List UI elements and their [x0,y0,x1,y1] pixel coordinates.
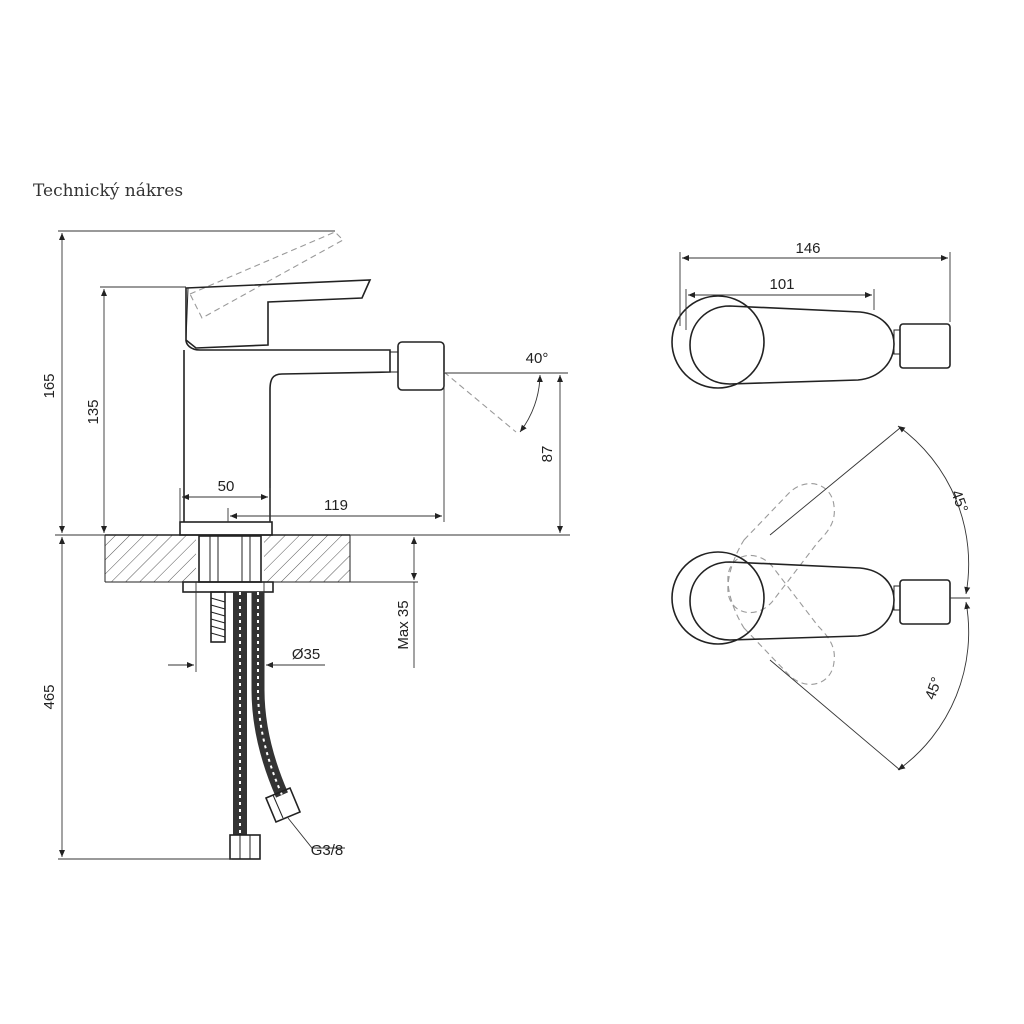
dim-rotation-up: 45° [947,488,971,515]
side-dimensions [55,230,570,860]
dim-spout-angle: 40° [526,350,549,367]
countertop [104,534,351,583]
mounting-stud [182,535,274,643]
dim-spout-reach: 119 [324,497,348,514]
dim-top-body: 101 [769,276,794,293]
dim-lever-height: 135 [85,399,102,424]
dim-spout-height: 87 [539,446,556,463]
dim-top-width: 146 [795,240,820,257]
dim-base-width: 50 [218,478,235,495]
dim-rotation-down: 45° [922,675,946,702]
dim-thread: G3/8 [311,842,344,859]
ghost-lever [189,231,344,319]
dim-hole-diameter: Ø35 [292,646,320,663]
dim-hose-length: 465 [41,684,58,709]
dim-max-thickness: Max 35 [395,600,412,649]
top-view: 146 101 [671,240,951,389]
rotation-view: 45° 45° [671,425,971,771]
side-view: 165 135 465 50 119 40° 87 Max 35 Ø35 G3/… [41,230,570,860]
dim-total-height: 165 [41,373,58,398]
page-title: Technický nákres [33,181,184,201]
faucet-body [179,279,517,536]
hoses [229,592,302,860]
